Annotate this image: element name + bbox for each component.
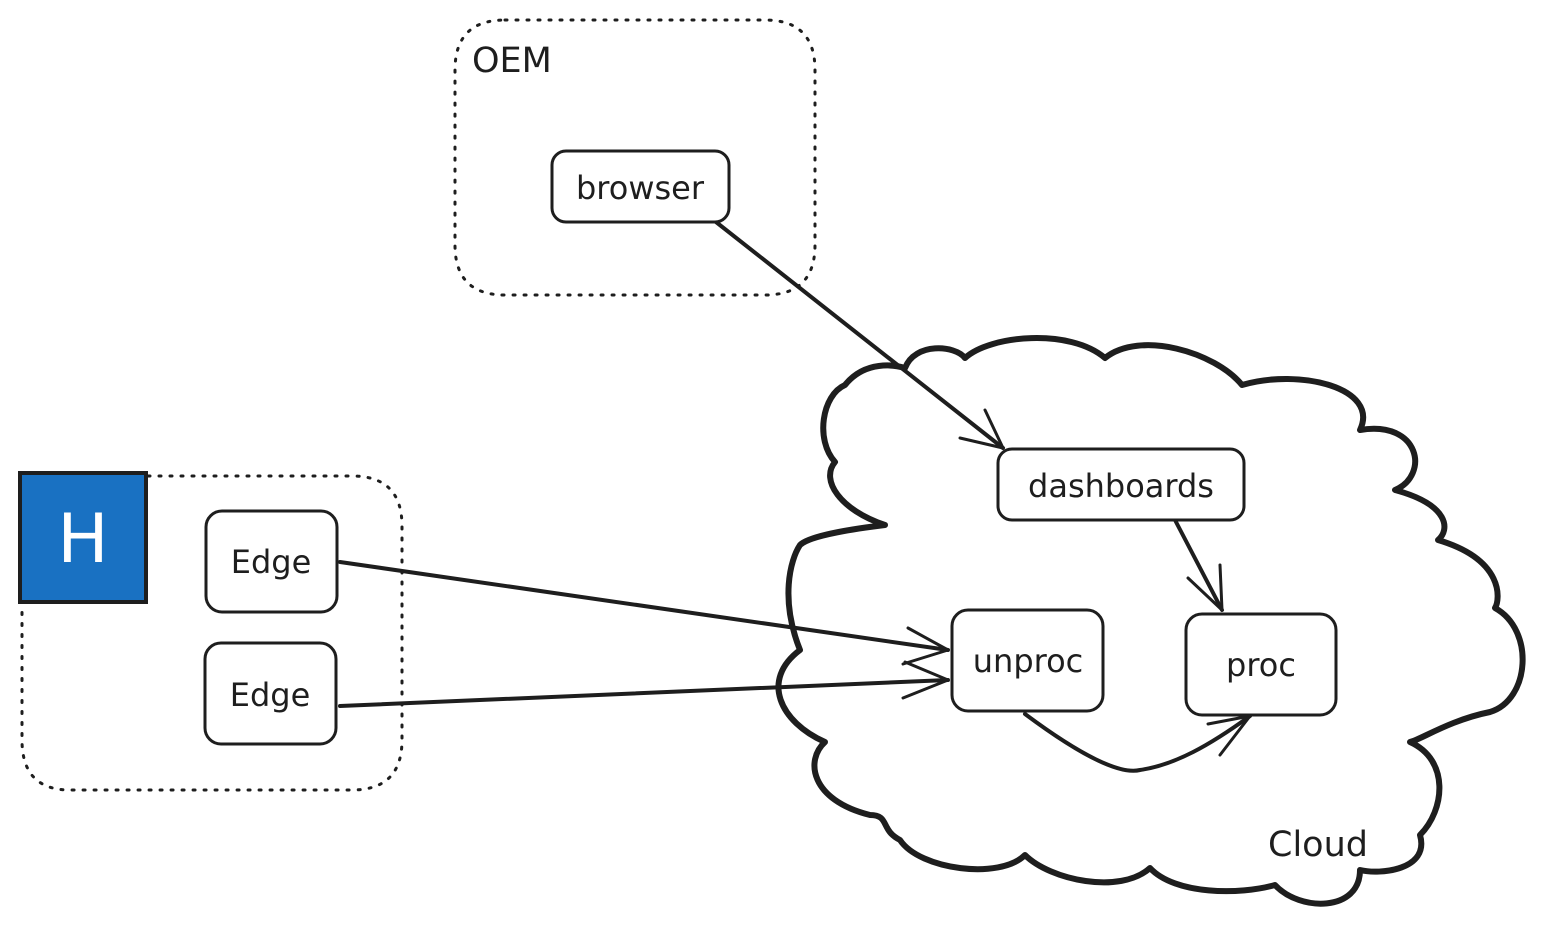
node-dashboards-label: dashboards <box>1028 467 1214 505</box>
edge-group-border <box>20 474 404 792</box>
node-edge-1-box <box>204 509 339 614</box>
connections <box>338 220 1252 773</box>
node-unproc-label: unproc <box>973 642 1084 680</box>
node-edge-2-label: Edge <box>230 676 311 714</box>
oem-group: OEM <box>453 18 817 297</box>
arrowhead-proc-bottom <box>1206 714 1252 757</box>
cloud-label: Cloud <box>1268 825 1368 865</box>
oem-group-border <box>453 18 817 297</box>
cloud-group: Cloud <box>775 335 1526 907</box>
edge-device-group <box>20 474 404 792</box>
edge-dashboards-to-proc <box>1173 518 1224 612</box>
edge-browser-to-dashboards <box>714 220 1005 450</box>
node-unproc-box <box>950 608 1105 713</box>
arrowhead-unproc-2 <box>901 660 950 700</box>
node-unproc[interactable]: unproc <box>950 608 1105 713</box>
node-edge-1[interactable]: Edge <box>204 509 339 614</box>
node-proc[interactable]: proc <box>1184 612 1338 717</box>
node-dashboards-box <box>996 447 1246 522</box>
h-badge-letter: H <box>57 500 108 579</box>
edge-edge2-to-unproc <box>338 678 950 708</box>
h-badge: H <box>18 471 148 604</box>
node-browser-box <box>550 149 731 224</box>
cloud-shape <box>775 335 1526 907</box>
h-badge-box <box>18 471 148 604</box>
arrowhead-proc-top <box>1186 563 1224 612</box>
node-proc-box <box>1184 612 1338 717</box>
node-proc-label: proc <box>1226 646 1296 684</box>
oem-group-label: OEM <box>472 41 552 81</box>
node-edge-2[interactable]: Edge <box>203 641 338 746</box>
arrowhead-unproc-1 <box>901 626 950 666</box>
edge-edge1-to-unproc <box>338 560 950 652</box>
node-dashboards[interactable]: dashboards <box>996 447 1246 522</box>
arrowhead-dashboards <box>958 408 1005 450</box>
node-browser-label: browser <box>576 169 705 207</box>
edge-unproc-to-proc <box>1023 712 1252 773</box>
node-edge-1-label: Edge <box>231 543 312 581</box>
node-edge-2-box <box>203 641 338 746</box>
node-browser[interactable]: browser <box>550 149 731 224</box>
